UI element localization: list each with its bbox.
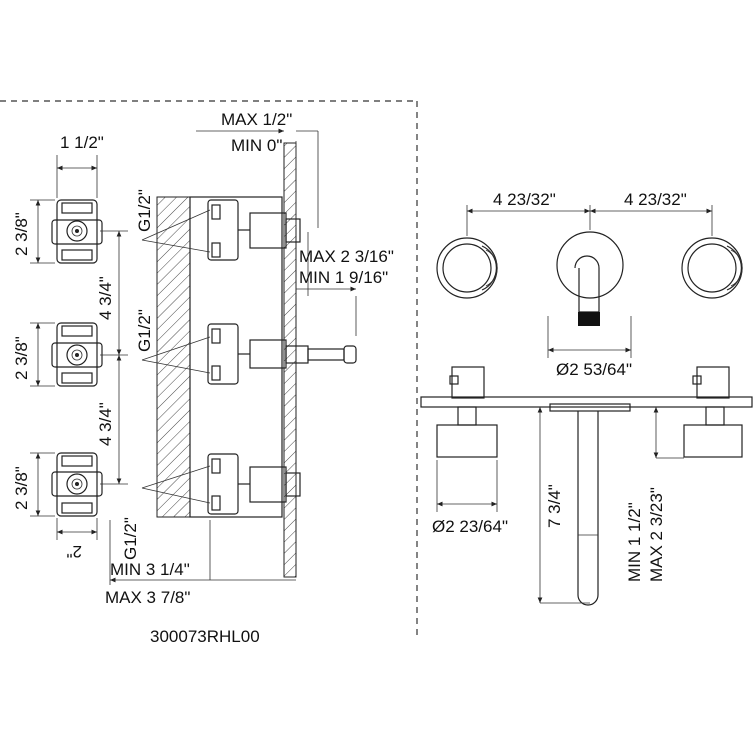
spacing-left-label: 4 23/32" [493,190,556,209]
dim-spout-length: 7 3/4" [537,407,590,604]
depth-min-label: MIN 3 1/4" [110,560,190,579]
valve-side-bottom [207,453,301,515]
projection-max-label: MAX 2 3/16" [299,247,394,266]
spout-plate-label: Ø2 53/64" [556,360,632,379]
dim-valve-height-bottom: 2 3/8" [12,452,55,517]
valve-side-middle [207,323,357,385]
dim-valve-height-top: 2 3/8" [12,199,55,264]
wall-max-label: MAX 1/2" [221,110,292,129]
wall-section [156,142,297,578]
valve-height-label-top: 2 3/8" [12,212,31,256]
dim-projection: MAX 2 3/16" MIN 1 9/16" [296,232,394,336]
spout-length-label: 7 3/4" [545,484,564,528]
wall-min-label: MIN 0" [231,136,282,155]
dim-valve-height-middle: 2 3/8" [12,322,55,387]
projection-min-label: MIN 1 9/16" [299,268,388,287]
valve-spacing-label-lower: 4 3/4" [96,402,115,446]
valve-front-top [51,199,103,264]
thread-callout-top: G1/2" [135,189,211,253]
thread-callout-middle: G1/2" [135,309,211,374]
model-code: 300073RHL00 [150,627,260,646]
valve-height-label-bottom: 2 3/8" [12,466,31,510]
dim-valve-width: 1 1/2" [56,133,104,198]
handle-plan-left [436,366,498,458]
handle-max-label: MAX 2 3/23" [647,487,666,582]
valve-width-label: 1 1/2" [60,133,104,152]
valve-spacing-label-upper: 4 3/4" [96,276,115,320]
valve-side-top [207,199,301,261]
spacing-right-label: 4 23/32" [624,190,687,209]
dim-center-spacing: 4 23/32" 4 23/32" [466,190,713,236]
thread-label-middle: G1/2" [135,309,154,352]
handle-front-right [681,237,743,299]
dim-handle-diameter: Ø2 23/64" [432,460,508,536]
thread-callout-bottom: G1/2" [121,465,211,560]
dim-wall-thickness: MAX 1/2" MIN 0" [196,110,319,228]
thread-label-bottom: G1/2" [121,517,140,560]
left-view-frame [0,100,418,640]
valve-height-label-middle: 2 3/8" [12,336,31,380]
handle-diameter-label: Ø2 23/64" [432,517,508,536]
handle-front-left [436,237,498,299]
spout-plan [549,403,631,606]
dim-handle-projection: MIN 1 1/2" MAX 2 3/23" [625,407,684,582]
dim-depth: MIN 3 1/4" MAX 3 7/8" [105,520,296,607]
dim-valve-spacing: 4 3/4" 4 3/4" [96,230,128,485]
valve-depth-label: 2" [67,542,83,561]
thread-label-top: G1/2" [135,189,154,232]
handle-min-label: MIN 1 1/2" [625,502,644,582]
valve-front-bottom [51,452,103,517]
spout-front [556,231,624,326]
handle-plan-right [683,366,743,458]
dim-valve-depth: 2" [56,518,98,561]
depth-max-label: MAX 3 7/8" [105,588,190,607]
dim-spout-plate: Ø2 53/64" [547,316,632,379]
valve-front-middle [51,322,103,387]
wall-plate-plan [420,396,753,408]
